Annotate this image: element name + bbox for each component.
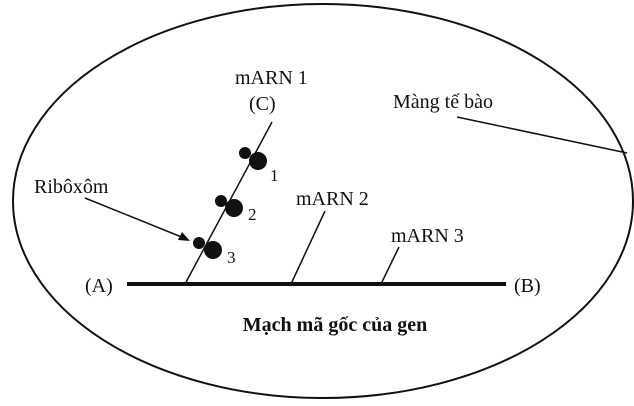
ribosome-2: 2 xyxy=(215,195,257,224)
ribosome-1-number: 1 xyxy=(270,166,279,185)
end-a-label: (A) xyxy=(85,275,113,297)
mrna2-strand xyxy=(290,210,326,285)
cell-membrane-pointer xyxy=(456,116,628,154)
mrna1-name-label: mARN 1 xyxy=(235,67,308,89)
ribosome-arrow-shaft xyxy=(84,197,185,239)
ribosome-3-number: 3 xyxy=(227,248,236,267)
ribosome-3-large-subunit xyxy=(204,241,222,259)
mrna2-label: mARN 2 xyxy=(296,188,369,210)
cell-membrane-label: Màng tế bào xyxy=(393,91,493,113)
ribosome-2-small-subunit xyxy=(215,195,227,207)
cell-membrane-ellipse xyxy=(12,3,634,399)
mrna1-end-label: (C) xyxy=(249,93,276,115)
ribosome-1-large-subunit xyxy=(249,152,267,170)
ribosome-arrow-head xyxy=(178,232,190,241)
ribosome-label: Ribôxôm xyxy=(34,176,109,198)
ribosome-1: 1 xyxy=(239,147,279,185)
mrna3-strand xyxy=(380,246,400,285)
ribosome-3: 3 xyxy=(193,237,236,267)
ribosome-2-large-subunit xyxy=(225,199,243,217)
mrna3-label: mARN 3 xyxy=(391,225,464,247)
ribosome-1-small-subunit xyxy=(239,147,251,159)
ribosome-2-number: 2 xyxy=(248,205,257,224)
template-strand-label: Mạch mã gốc của gen xyxy=(243,314,427,336)
end-b-label: (B) xyxy=(514,275,541,297)
ribosome-3-small-subunit xyxy=(193,237,205,249)
